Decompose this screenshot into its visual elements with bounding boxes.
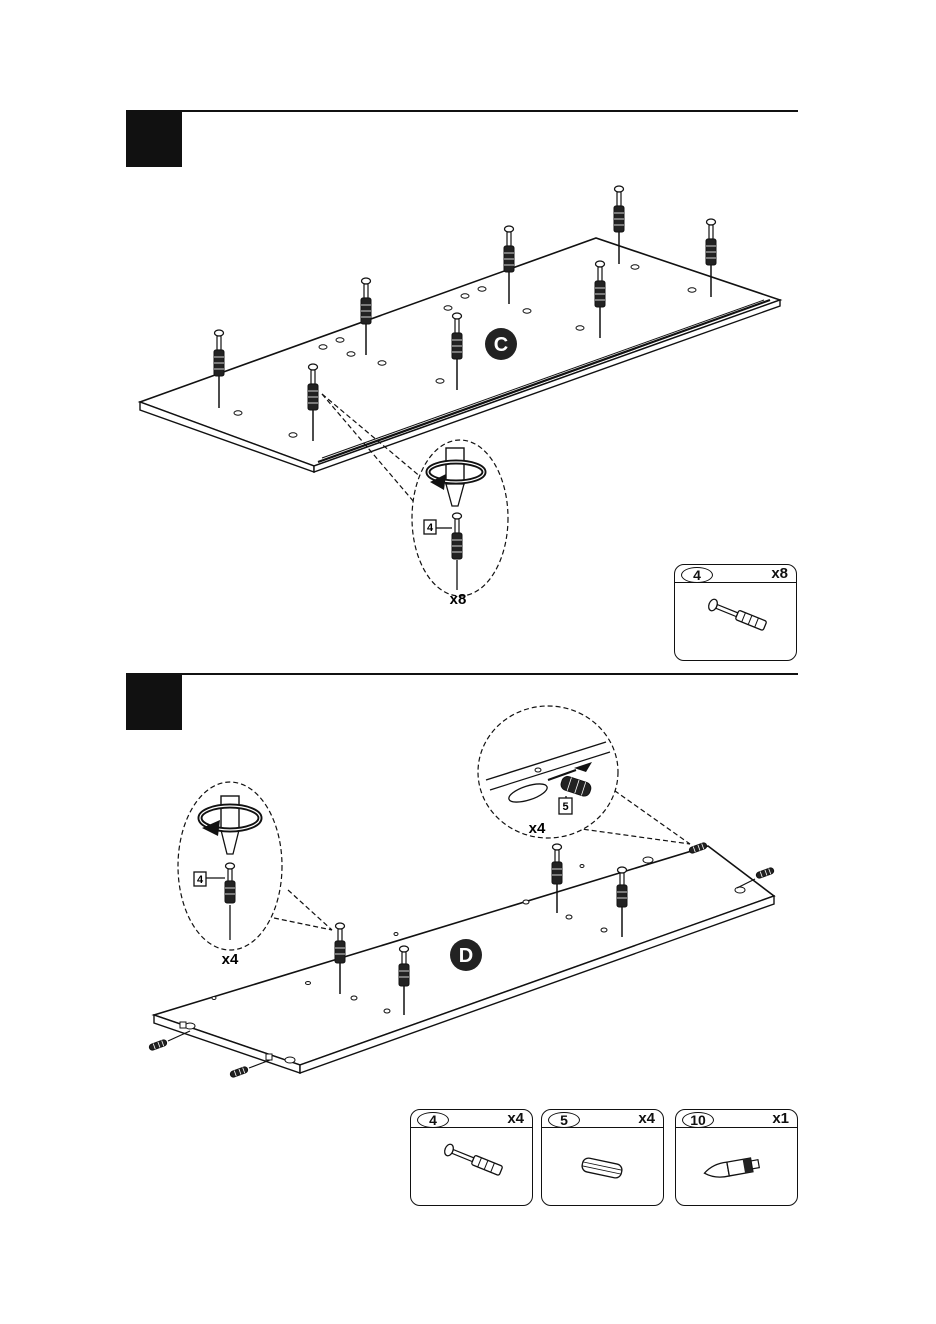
part-card-header-rule [411,1127,532,1128]
step-2-left-detail-callout: 4 x4 [178,782,332,968]
part-card-header-rule [675,582,796,583]
part-quantity: x8 [771,565,788,583]
part-number-badge: 4 [417,1112,449,1128]
svg-text:D: D [459,945,473,967]
part-card-header-rule [542,1127,663,1128]
step-2-drawing: D 4 x4 [0,700,936,1100]
svg-text:4: 4 [197,874,204,886]
svg-text:C: C [494,334,508,356]
step-2-right-detail-callout: 5 x4 [478,706,690,844]
step-2-scene: D 4 x4 [0,700,936,1100]
part-quantity: x1 [772,1110,789,1128]
part-number-badge: 5 [548,1112,580,1128]
wooden-dowel-icon [542,1130,663,1202]
step-1-number-box [126,111,182,167]
step-2-rule [126,673,798,675]
step-1-scene: C 4 x8 [0,170,936,620]
cam-bolt-icon [411,1130,532,1202]
cam-bolt-icon [675,585,796,657]
step-1-part-card-4: 4 x8 [674,564,797,661]
panel-c-label: C [485,328,517,360]
part-quantity: x4 [507,1110,524,1128]
part-card-header-rule [676,1127,797,1128]
step-2-part-card-5: 5 x4 [541,1109,664,1206]
part-number-badge: 10 [682,1112,714,1128]
step-2-part-card-4: 4 x4 [410,1109,533,1206]
part-number-badge: 4 [681,567,713,583]
svg-text:5: 5 [562,801,568,813]
svg-text:x4: x4 [529,820,546,837]
step-1-rule [126,110,798,112]
panel-d-label: D [450,939,482,971]
cam-tool-icon [676,1130,797,1202]
svg-text:4: 4 [427,522,434,534]
step-2-part-card-10: 10 x1 [675,1109,798,1206]
svg-text:x4: x4 [222,951,239,968]
svg-text:x8: x8 [450,591,467,608]
part-quantity: x4 [638,1110,655,1128]
step-1-drawing: C 4 x8 [0,170,936,620]
